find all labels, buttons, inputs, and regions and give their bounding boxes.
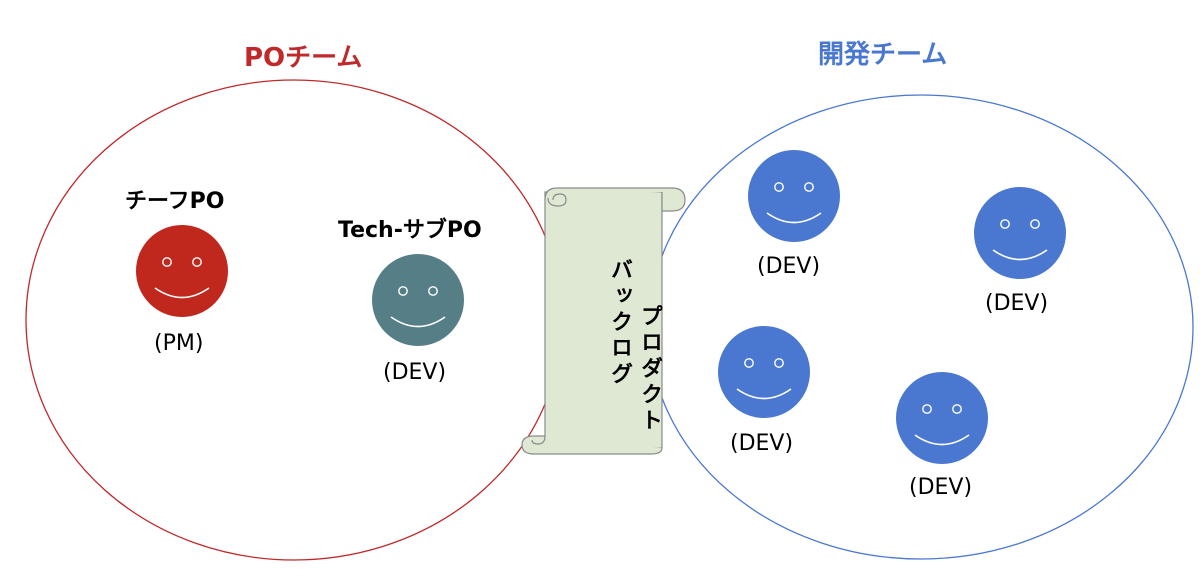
face-smile <box>736 388 792 400</box>
face-eye <box>952 404 962 414</box>
face-circle <box>136 225 228 317</box>
scroll-bottom-roll <box>521 435 663 455</box>
smiley-face-icon <box>896 372 988 464</box>
face-circle <box>896 372 988 464</box>
dev-team-title: 開発チーム <box>818 40 948 70</box>
face-circle <box>748 150 840 242</box>
face-eye <box>774 358 784 368</box>
scroll-icon <box>521 187 686 455</box>
scroll-bottom-curl <box>531 435 546 445</box>
face-eye <box>804 182 814 192</box>
face-eye <box>162 257 172 267</box>
tech-sub-po-title: Tech-サブPO <box>338 218 482 243</box>
face-circle <box>974 187 1066 279</box>
smiley-face-icon <box>372 254 464 346</box>
chief-po-title: チーフPO <box>125 189 225 214</box>
face-eye <box>1000 219 1010 229</box>
face-eye <box>192 257 202 267</box>
face-smile <box>914 434 970 446</box>
face-circle <box>718 326 810 418</box>
smiley-face-icon <box>974 187 1066 279</box>
face-eye <box>774 182 784 192</box>
face-eye <box>1030 219 1040 229</box>
product-backlog-line2: バックログ <box>607 258 632 388</box>
face-smile <box>154 287 210 299</box>
product-backlog-line1: プロダクト <box>637 304 662 435</box>
face-circle <box>372 254 464 346</box>
po-team-title: POチーム <box>244 43 363 73</box>
dev-2-role: (DEV) <box>985 291 1049 316</box>
face-smile <box>766 212 822 224</box>
smiley-face-icon <box>748 150 840 242</box>
tech-sub-po-role: (DEV) <box>383 360 447 385</box>
scroll-top-roll <box>544 187 686 212</box>
face-eye <box>398 286 408 296</box>
dev-4-role: (DEV) <box>909 475 973 500</box>
dev-1-role: (DEV) <box>757 254 821 279</box>
product-backlog-label: プロダクトバックログ <box>574 258 694 435</box>
face-eye <box>428 286 438 296</box>
smiley-face-icon <box>136 225 228 317</box>
dev-3-role: (DEV) <box>730 431 794 456</box>
face-eye <box>744 358 754 368</box>
smiley-face-icon <box>718 326 810 418</box>
face-smile <box>992 249 1048 261</box>
face-eye <box>922 404 932 414</box>
po-team-ellipse <box>25 79 563 561</box>
scroll-top-curl <box>547 193 567 207</box>
chief-po-role: (PM) <box>154 331 204 356</box>
face-smile <box>390 316 446 328</box>
